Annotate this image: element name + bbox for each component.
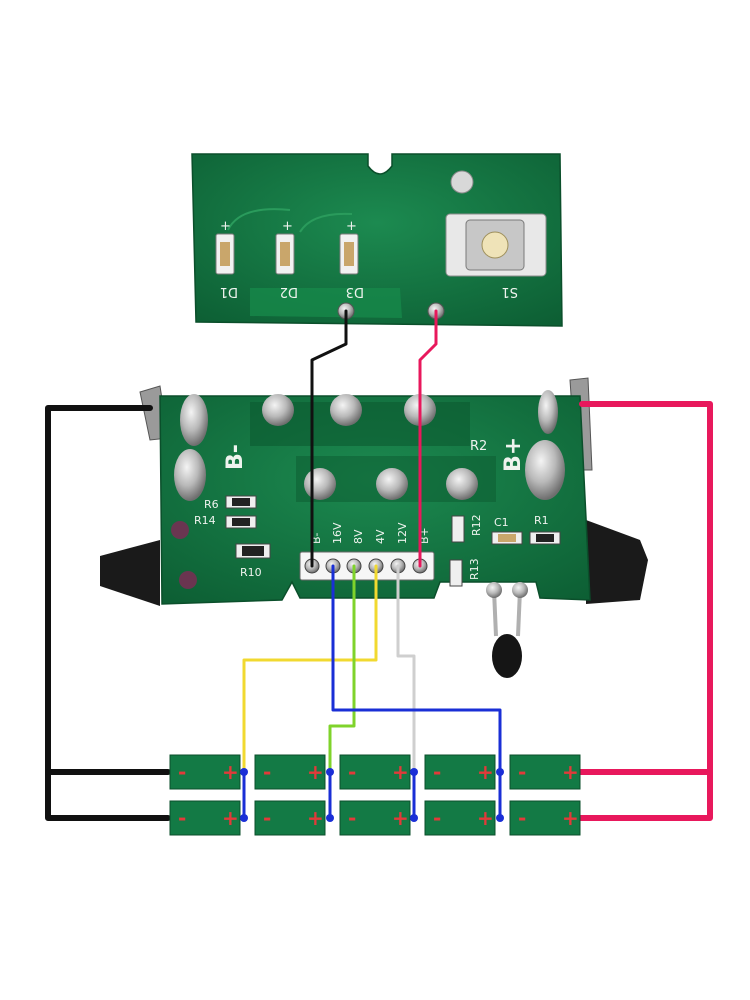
cell-minus-mark: - xyxy=(433,760,441,784)
flux-stain xyxy=(171,521,189,539)
flux-stain xyxy=(179,571,197,589)
cell-minus-mark: - xyxy=(178,760,186,784)
led-d3: + D3 xyxy=(339,219,364,299)
wire-yellow-4v xyxy=(242,564,378,774)
cell-minus-mark: - xyxy=(433,806,441,830)
terminal-b-minus: B- xyxy=(174,394,248,501)
cell-plus-mark: + xyxy=(392,806,409,830)
battery-cell: -+ xyxy=(169,800,241,836)
battery-cell: -+ xyxy=(424,754,496,790)
component-r6: R6 xyxy=(204,498,219,511)
led-plus-mark: + xyxy=(346,219,357,234)
led-board-trace-area xyxy=(250,288,402,318)
wire-black-led xyxy=(310,309,348,568)
led-board: + D1 + D2 + D3 S1 xyxy=(191,153,563,327)
wire-red-led xyxy=(418,309,438,568)
cell-plus-mark: + xyxy=(222,806,239,830)
led-d3-label: D3 xyxy=(346,284,364,299)
component-r14: R14 xyxy=(194,514,216,527)
wire-black-main xyxy=(45,405,171,821)
cell-plus-mark: + xyxy=(307,806,324,830)
battery-cell: -+ xyxy=(424,800,496,836)
switch-button xyxy=(481,231,509,259)
cell-minus-mark: - xyxy=(348,760,356,784)
battery-cell: -+ xyxy=(169,754,241,790)
battery-cell: -+ xyxy=(509,754,581,790)
led-plus-mark: + xyxy=(220,219,231,234)
terminal-b-minus-label: B- xyxy=(223,444,248,470)
cell-minus-mark: - xyxy=(348,806,356,830)
terminal-b-plus: B+ xyxy=(501,390,565,500)
wire-white-12v xyxy=(396,564,416,774)
balance-header: B- 16V 8V 4V 12V B+ xyxy=(299,522,435,581)
main-board: B- B+ R6 R14 R10 C1 R1 R12 xyxy=(100,377,648,678)
holder-left xyxy=(100,540,160,606)
led-board-pcb xyxy=(191,153,563,327)
terminal-b-plus-label: B+ xyxy=(501,437,526,472)
cell-plus-mark: + xyxy=(392,760,409,784)
led-board-traces xyxy=(227,208,353,233)
pad-label-16v: 16V xyxy=(331,522,344,544)
wire-parallel-links xyxy=(242,770,502,820)
smd-components: R6 R14 R10 C1 R1 R12 R13 R2 xyxy=(194,439,561,587)
led-d2-label: D2 xyxy=(280,284,298,299)
switch-s1: S1 xyxy=(445,170,547,299)
cell-plus-mark: + xyxy=(562,760,579,784)
led-d2: + D2 xyxy=(275,219,298,299)
component-c1: C1 xyxy=(494,516,509,529)
mount-hole xyxy=(450,170,474,194)
battery-cell: -+ xyxy=(254,754,326,790)
component-r10: R10 xyxy=(240,566,262,579)
cell-plus-mark: + xyxy=(307,760,324,784)
component-r1: R1 xyxy=(534,514,549,527)
cell-minus-mark: - xyxy=(263,760,271,784)
cell-plus-mark: + xyxy=(477,760,494,784)
wire-blue-16v xyxy=(331,564,502,774)
pad-label-bminus: B- xyxy=(310,532,323,544)
switch-s1-label: S1 xyxy=(501,284,518,299)
battery-cells: -+-+-+-+-+-+-+-+-+-+ xyxy=(169,754,581,836)
cell-minus-mark: - xyxy=(178,806,186,830)
battery-cell: -+ xyxy=(254,800,326,836)
component-r2: R2 xyxy=(470,439,487,454)
thermistor xyxy=(486,582,528,678)
led-d1: + D1 xyxy=(215,219,238,299)
cell-minus-mark: - xyxy=(518,806,526,830)
led-d1-label: D1 xyxy=(220,284,238,299)
cell-plus-mark: + xyxy=(222,760,239,784)
holder-right xyxy=(586,520,648,604)
battery-cell: -+ xyxy=(339,800,411,836)
pad-label-4v: 4V xyxy=(374,529,387,544)
junction-dots xyxy=(240,768,504,822)
component-r13: R13 xyxy=(468,558,481,580)
cell-plus-mark: + xyxy=(562,806,579,830)
cell-minus-mark: - xyxy=(263,806,271,830)
cell-plus-mark: + xyxy=(477,806,494,830)
wire-red-main xyxy=(577,401,713,821)
pad-label-12v: 12V xyxy=(396,522,409,544)
led-plus-mark: + xyxy=(282,219,293,234)
component-r12: R12 xyxy=(470,514,483,536)
wires xyxy=(45,309,713,821)
battery-cell: -+ xyxy=(509,800,581,836)
cell-minus-mark: - xyxy=(518,760,526,784)
battery-cell: -+ xyxy=(339,754,411,790)
wire-green-8v xyxy=(328,564,356,774)
pad-label-8v: 8V xyxy=(352,529,365,544)
